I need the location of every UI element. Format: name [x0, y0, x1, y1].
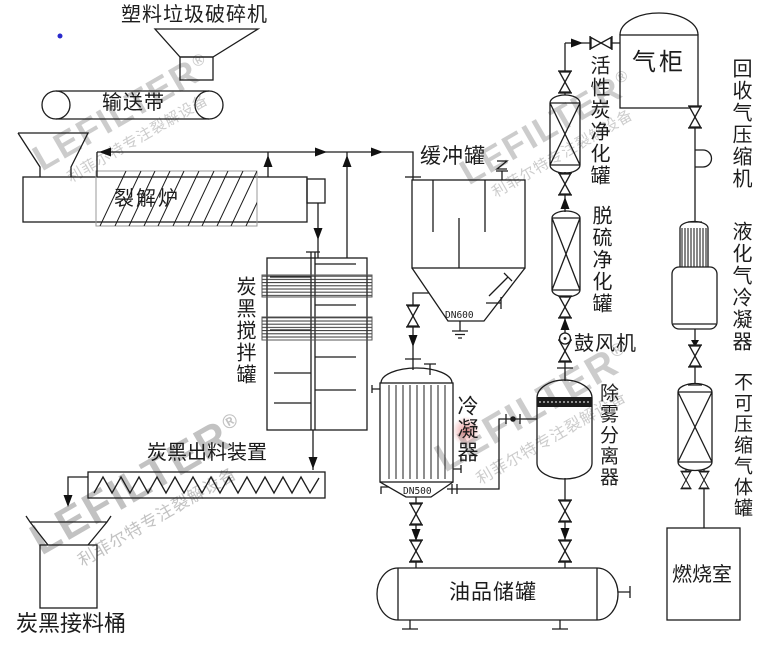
pyrolysis-furnace-shape	[22, 170, 326, 227]
label-crusher: 塑料垃圾破碎机	[121, 4, 268, 26]
label-lpg-condenser: 液化气冷凝器	[729, 221, 751, 353]
stirring-tank-shape	[261, 251, 373, 470]
feed-hopper-shape	[17, 132, 90, 177]
label-mist-separator: 除雾分离器	[596, 383, 618, 488]
desulfurization-tank-shape	[551, 210, 581, 298]
label-discharge-device: 炭黑出料装置	[147, 442, 267, 464]
label-incompressible-tank: 不可压缩气体罐	[730, 372, 752, 519]
label-gas-holder: 气柜	[632, 50, 686, 76]
label-conveyor: 输送带	[102, 92, 165, 114]
label-desulfurization-tank: 脱硫净化罐	[589, 205, 611, 315]
buffer-tank-shape	[405, 160, 526, 339]
compressor-symbol	[695, 149, 713, 168]
label-buffer-dn: DN600	[445, 310, 474, 321]
lpg-condenser-shape	[671, 220, 718, 386]
label-condenser-dn: DN500	[403, 486, 432, 497]
label-stir-tank: 炭黑搅拌罐	[233, 276, 255, 386]
combustion-chamber-shape	[666, 527, 741, 621]
condenser-outlet-pipe	[408, 497, 424, 568]
label-furnace: 裂解炉	[114, 188, 180, 210]
gas-column-pipe	[557, 172, 573, 381]
label-oil-tank: 油品储罐	[449, 580, 537, 604]
gas-header-pipe	[96, 146, 414, 258]
receiving-barrel-shape	[25, 515, 112, 609]
activated-carbon-tank-shape	[549, 35, 620, 174]
mist-separator-shape	[536, 379, 593, 568]
label-condenser: 冷凝器	[455, 395, 480, 464]
conveyor-belt-shape	[41, 90, 224, 120]
gas-holder-shape	[619, 12, 713, 223]
label-recovery-compressor: 回收气压缩机	[729, 58, 751, 190]
incompressible-tank-shape	[677, 382, 713, 528]
label-blower: 鼓风机	[574, 333, 637, 355]
label-receiving-barrel: 炭黑接料桶	[16, 611, 127, 636]
screw-conveyor-shape	[62, 471, 326, 508]
label-activated-carbon-tank: 活性炭净化罐	[587, 55, 609, 187]
pink-tint-blob	[452, 416, 480, 446]
oil-tank-shape	[376, 567, 631, 630]
blue-mark	[57, 33, 63, 39]
label-combustion-chamber: 燃烧室	[672, 564, 732, 586]
label-buffer-tank: 缓冲罐	[420, 144, 486, 168]
crusher-shape	[153, 28, 261, 81]
buffer-drain-pipe	[405, 292, 429, 370]
